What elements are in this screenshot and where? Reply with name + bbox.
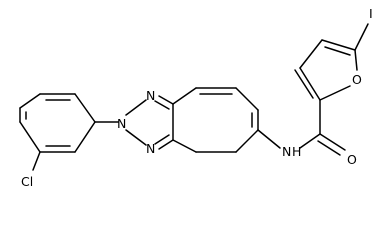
atom-label-n2: N — [117, 116, 126, 131]
bond — [294, 69, 314, 99]
atom-label-amide-h: H — [292, 144, 301, 159]
structure-canvas: N N N Cl N H O O I — [19, 6, 373, 189]
bond — [172, 87, 197, 105]
atom-label-iodine: I — [369, 6, 373, 21]
chlorophenyl-ring — [19, 93, 96, 171]
atom-label-n3: N — [146, 141, 155, 156]
bond — [158, 139, 174, 150]
bond — [257, 129, 281, 149]
bond — [19, 93, 41, 109]
bond — [235, 87, 259, 111]
bond — [299, 67, 321, 101]
bond — [125, 99, 147, 116]
benzo-ring — [172, 87, 259, 153]
bond — [324, 46, 351, 56]
bond — [172, 139, 197, 153]
bond — [319, 133, 346, 151]
furan-ring — [294, 23, 369, 101]
bond — [19, 121, 41, 153]
bond — [32, 151, 41, 171]
bond — [154, 100, 170, 110]
amide-linker — [257, 99, 346, 156]
bond — [354, 49, 358, 71]
triazole-ring — [125, 95, 174, 150]
bond — [354, 23, 369, 51]
bond — [125, 129, 147, 146]
bond — [299, 39, 323, 69]
bond — [321, 39, 356, 51]
bond — [74, 121, 96, 153]
bond — [317, 140, 341, 156]
atom-label-carbonyl-o: O — [347, 152, 357, 167]
bond — [319, 85, 351, 101]
atom-label-chlorine: Cl — [21, 174, 33, 189]
molecule-drawing: N N N Cl N H O O I — [19, 6, 373, 189]
bond — [74, 93, 96, 123]
bond — [299, 133, 321, 149]
bond — [154, 134, 170, 145]
atom-label-furan-o: O — [352, 72, 362, 87]
bond — [158, 95, 174, 105]
bond — [235, 129, 259, 153]
atom-label-n1: N — [146, 88, 155, 103]
atom-label-amide-n: N — [282, 144, 291, 159]
